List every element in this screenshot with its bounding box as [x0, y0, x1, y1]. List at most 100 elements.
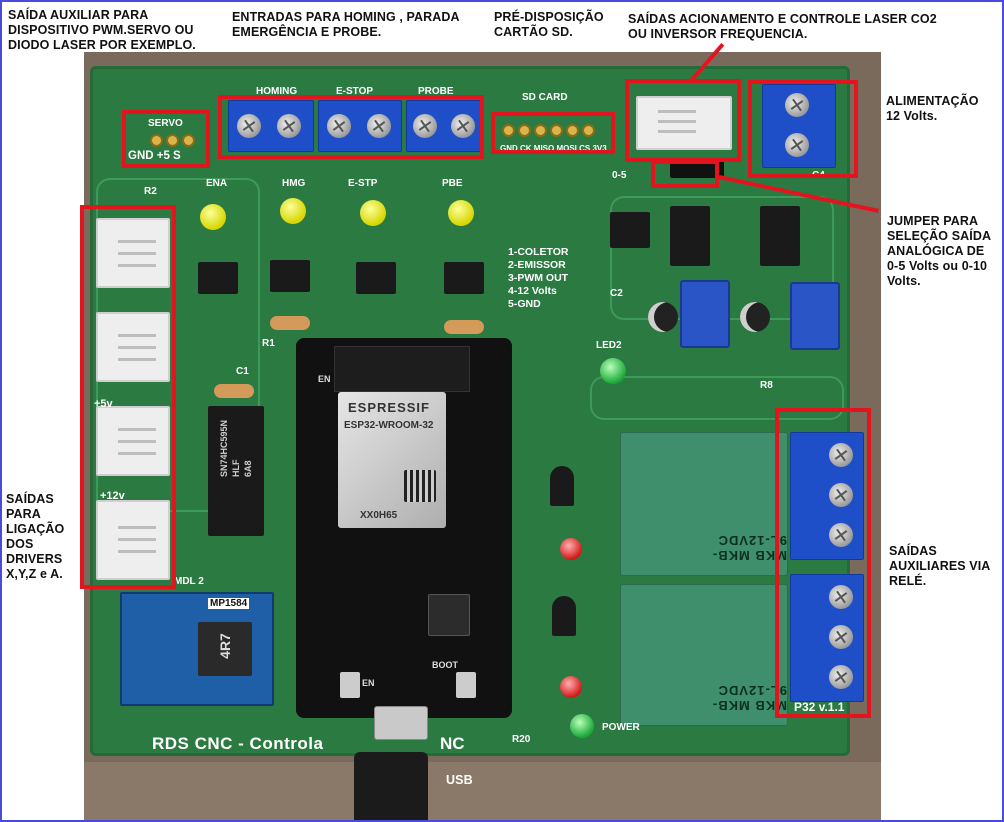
esp-microcontroller — [428, 594, 470, 636]
led-ena-yellow — [200, 204, 226, 230]
silk-led-estp: E-STP — [348, 178, 378, 189]
relay-led-red — [560, 676, 582, 698]
esp32-antenna — [334, 346, 470, 392]
annotation-power: ALIMENTAÇÃO 12 Volts. — [886, 94, 979, 123]
silk-c2: C2 — [610, 288, 623, 299]
servo-pin — [182, 134, 195, 147]
silk-e-stop: E-STOP — [336, 86, 374, 97]
silk-esp-boot: BOOT — [432, 660, 458, 670]
optocoupler — [270, 260, 310, 292]
table-surface — [84, 762, 881, 820]
qr-code — [404, 470, 436, 502]
op-amp-ic — [760, 206, 800, 266]
usb-cable — [354, 752, 428, 820]
annotation-usb: USB — [446, 773, 473, 787]
silk-r1: R1 — [262, 338, 275, 349]
estop-terminal — [318, 100, 402, 152]
en-button[interactable] — [340, 672, 360, 698]
potentiometer[interactable] — [790, 282, 840, 350]
transistor — [550, 466, 574, 506]
esp-brand: ESPRESSIF — [348, 400, 430, 415]
silk-mp1584: MP1584 — [208, 598, 250, 609]
silk-r8: R8 — [760, 380, 773, 391]
esp32-devkit: ESPRESSIF ESP32-WROOM-32 XX0H65 EN EN BO… — [296, 338, 512, 718]
annotation-aux-output: SAÍDA AUXILIAR PARA DISPOSITIVO PWM.SERV… — [8, 8, 196, 52]
silk-led-hmg: HMG — [282, 178, 306, 189]
trace — [590, 376, 844, 420]
optocoupler — [198, 262, 238, 294]
silk-led2: LED2 — [596, 340, 622, 351]
boot-button[interactable] — [456, 672, 476, 698]
silk-led-pbe: PBE — [442, 178, 463, 189]
silk-led-ena: ENA — [206, 178, 228, 189]
sd-pin — [534, 124, 547, 137]
annotation-laser-outputs: SAÍDAS ACIONAMENTO E CONTROLE LASER CO2 … — [628, 12, 937, 41]
usb-port — [374, 706, 428, 740]
silk-sd-pins: GND CK MISO MOSI CS 3V3 — [500, 144, 607, 153]
transistor — [552, 596, 576, 636]
highlight-sd-header — [491, 112, 615, 154]
silk-r2: R2 — [144, 186, 157, 197]
led-pbe-yellow — [448, 200, 474, 226]
terminal-screw — [451, 114, 475, 138]
servo-pin — [150, 134, 163, 147]
terminal-screw — [829, 443, 853, 467]
silk-esp-en-pin: EN — [318, 374, 331, 384]
terminal-screw — [277, 114, 301, 138]
silk-power: POWER — [602, 722, 640, 733]
buck-converter-module: MP1584 4R7 — [120, 592, 274, 706]
board-photo: SERVO GND +5 S HOMING E-STOP PROBE SD CA… — [84, 52, 881, 820]
highlight-input-terminals — [218, 95, 484, 159]
highlight-servo-header — [122, 110, 210, 168]
silk-c1: C1 — [236, 366, 249, 377]
terminal-screw — [785, 93, 809, 117]
inductor: 4R7 — [198, 622, 252, 676]
relay-terminal-2 — [790, 574, 864, 702]
highlight-driver-connectors — [80, 205, 176, 589]
silk-esp-en-btn: EN — [362, 678, 375, 688]
capacitor-electrolytic — [740, 302, 770, 332]
power-led-green — [570, 714, 594, 738]
ic-marking: SN74HC595N HLF 6A8 — [219, 420, 253, 478]
led2-green — [600, 358, 626, 384]
silk-board-title-end: NC — [440, 734, 465, 753]
driver-connector-z — [96, 406, 170, 476]
highlight-laser-connector — [625, 79, 741, 162]
terminal-screw — [829, 483, 853, 507]
silk-inductor: 4R7 — [216, 633, 233, 659]
range-jumper — [670, 160, 724, 178]
esp-code: XX0H65 — [360, 510, 398, 521]
probe-terminal — [406, 100, 484, 152]
driver-connector-a — [96, 500, 170, 580]
silk-board-version: P32 v.1.1 — [794, 700, 845, 714]
silk-r20: R20 — [512, 734, 531, 745]
silk-gnd-5-s: GND +5 S — [128, 150, 181, 162]
annotation-relay-outputs: SAÍDAS AUXILIARES VIA RELÉ. — [889, 544, 991, 588]
sd-pin — [566, 124, 579, 137]
led-estp-yellow — [360, 200, 386, 226]
capacitor — [444, 320, 484, 334]
silk-12v: +12v — [100, 490, 125, 502]
driver-connector-x — [96, 218, 170, 288]
silk-mdl: MDL 2 — [174, 576, 204, 587]
sd-pin — [502, 124, 515, 137]
op-amp-ic — [670, 206, 710, 266]
annotation-sd-card: PRÉ-DISPOSIÇÃO CARTÃO SD. — [494, 10, 604, 39]
terminal-screw — [237, 114, 261, 138]
potentiometer[interactable] — [680, 280, 730, 348]
highlight-jumper — [651, 160, 719, 188]
capacitor — [214, 384, 254, 398]
terminal-screw — [829, 625, 853, 649]
relay-1: MKB MKB-9L-12VDC — [620, 432, 788, 576]
highlight-relay-terminals — [775, 408, 871, 718]
annotation-jumper: JUMPER PARA SELEÇÃO SAÍDA ANALÓGICA DE 0… — [887, 214, 992, 288]
silk-5v: +5v — [94, 398, 113, 410]
silk-board-title: RDS CNC - Controla — [152, 734, 324, 753]
annotation-driver-outputs: SAÍDAS PARA LIGAÇÃO DOS DRIVERS X,Y,Z e … — [6, 492, 65, 581]
terminal-screw — [829, 523, 853, 547]
sd-pin — [550, 124, 563, 137]
driver-connector-y — [96, 312, 170, 382]
homing-terminal — [228, 100, 314, 152]
annotation-homing-inputs: ENTRADAS PARA HOMING , PARADA EMERGÊNCIA… — [232, 10, 460, 39]
